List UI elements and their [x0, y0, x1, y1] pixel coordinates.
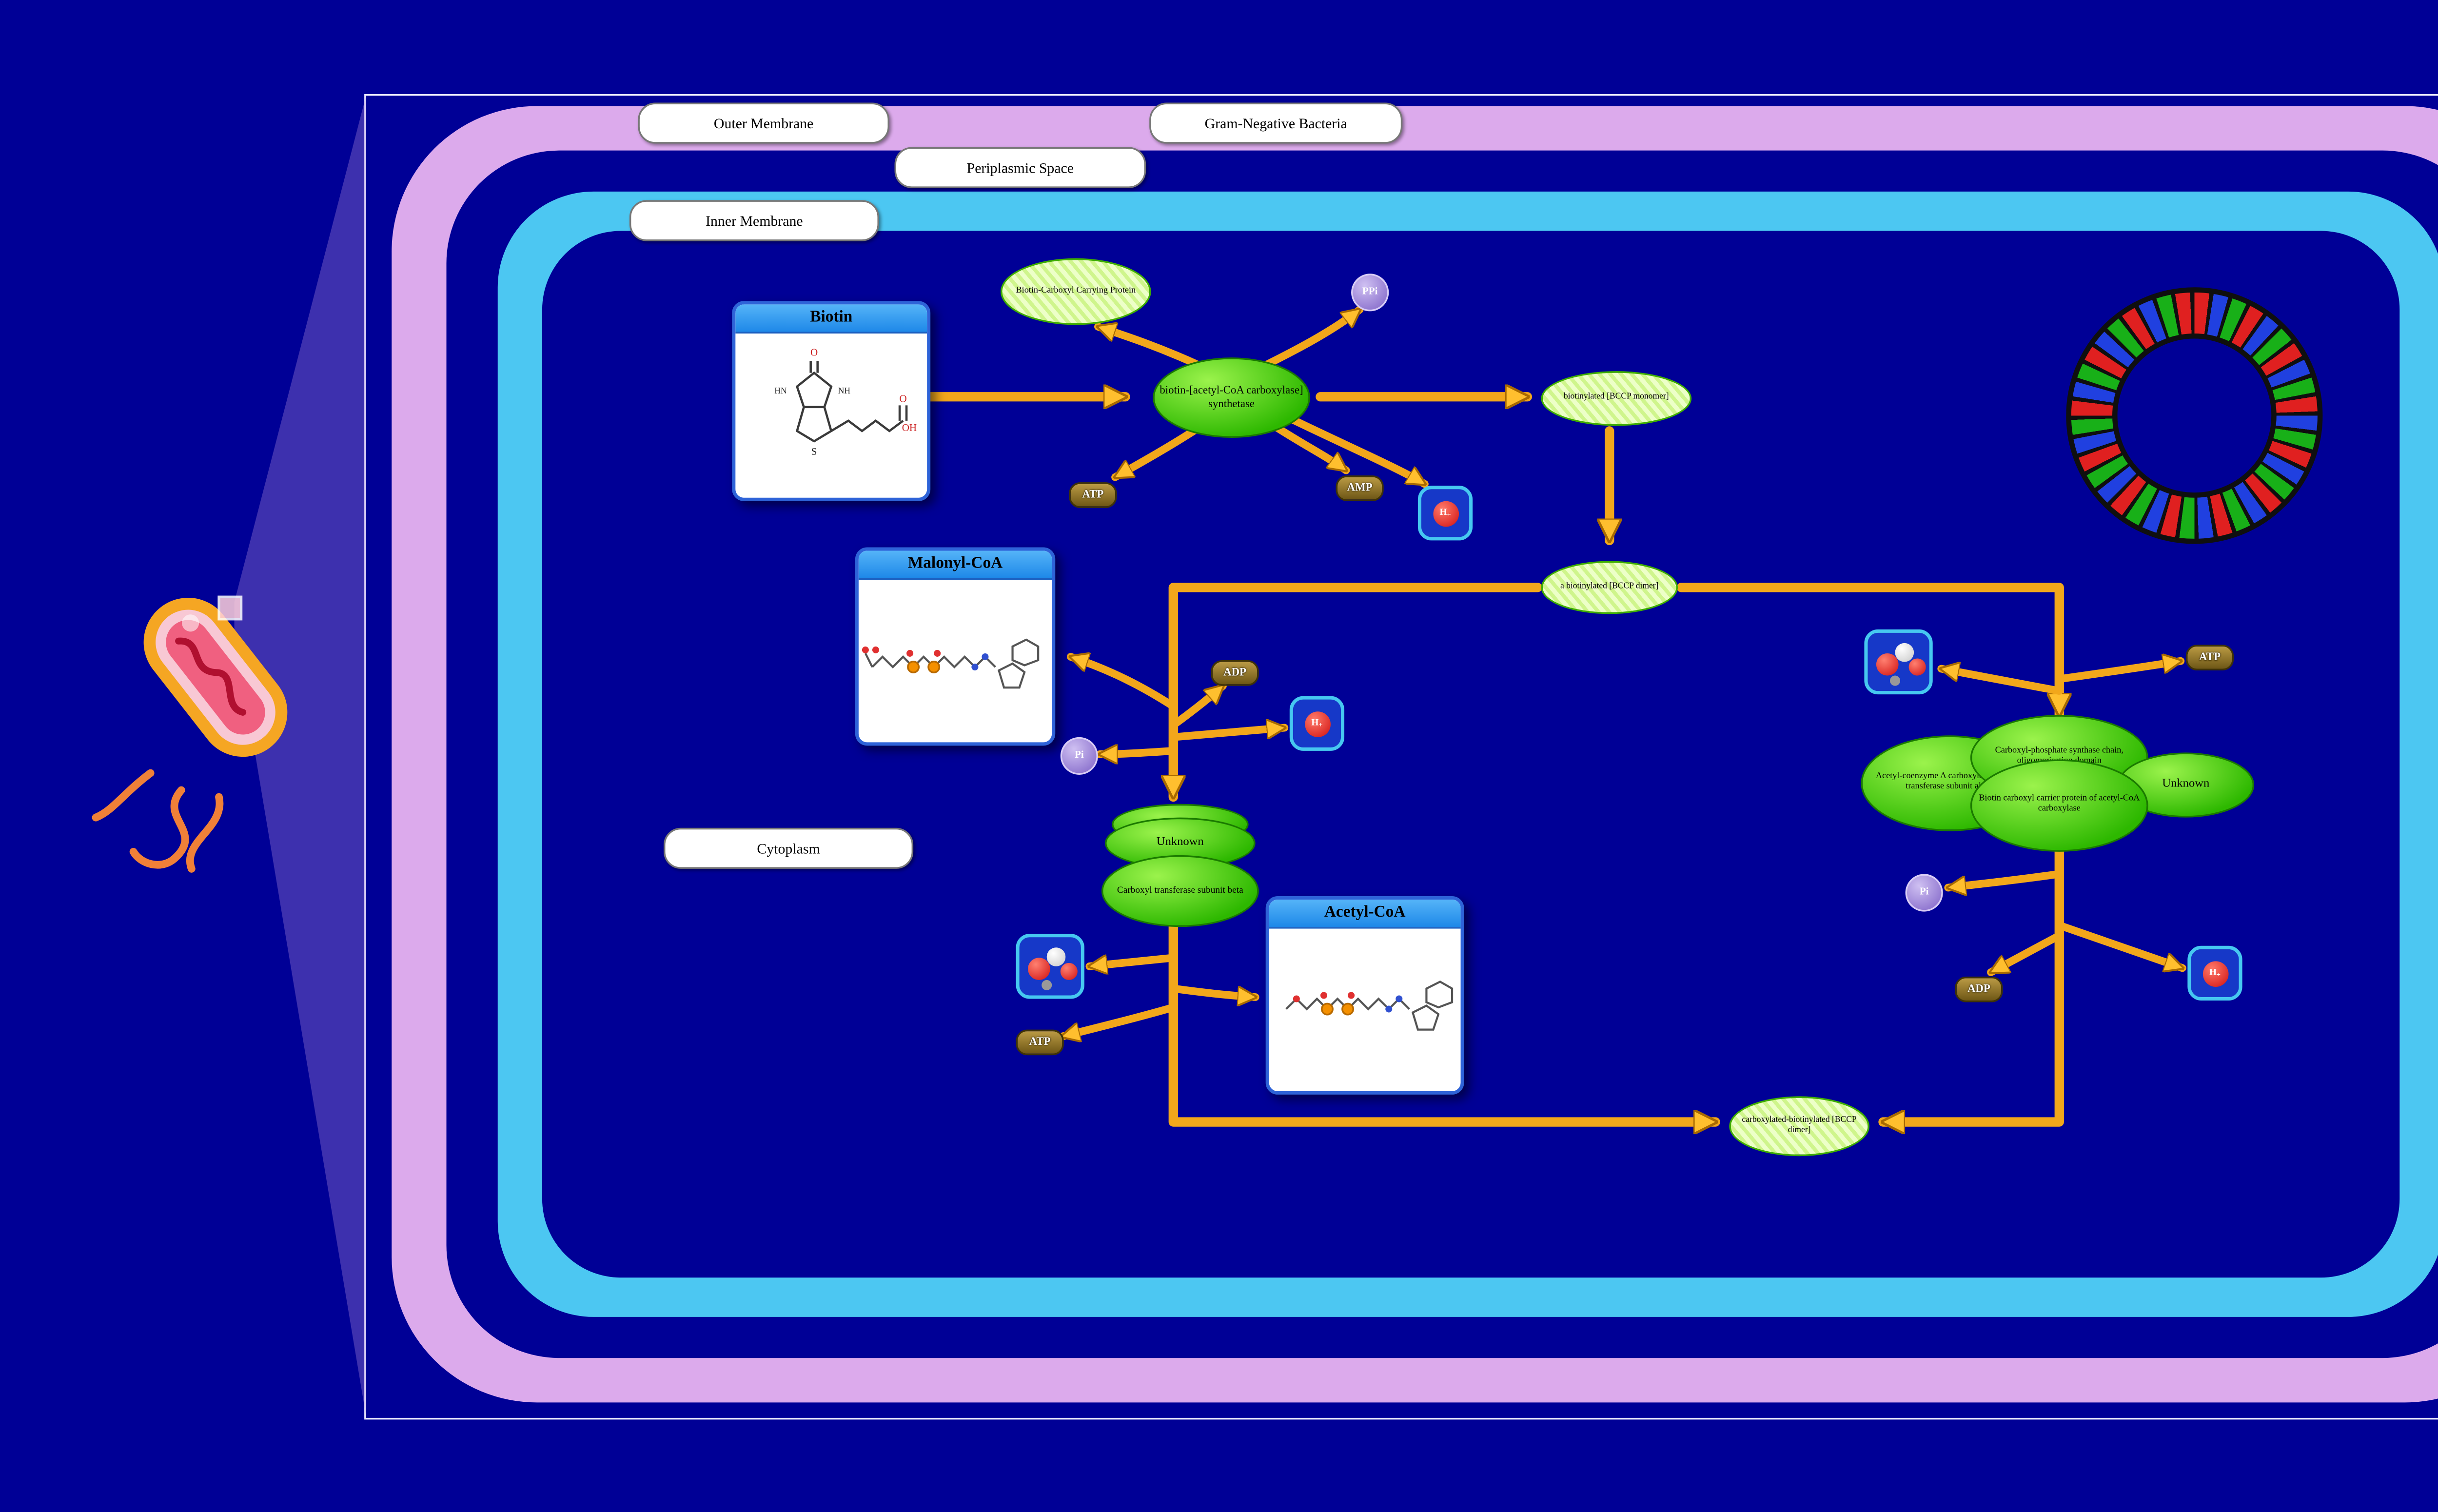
label-inner-membrane: Inner Membrane	[629, 200, 879, 241]
chip-proton-1[interactable]: H+	[1417, 486, 1473, 541]
left-complex-transferase[interactable]: Carboxyl transferase subunit beta	[1101, 855, 1259, 927]
oxygen-atom-icon	[1028, 958, 1050, 980]
chip-atp-1[interactable]: ATP	[1069, 482, 1117, 508]
chip-amp[interactable]: AMP	[1336, 475, 1384, 501]
compound-malonyl-coa-title: Malonyl-CoA	[858, 550, 1052, 580]
label-cytoplasm: Cytoplasm	[663, 827, 914, 869]
chip-pi-1[interactable]: Pi	[1060, 737, 1098, 775]
oxygen-atom-icon	[1876, 653, 1899, 676]
bacterium-illustration	[92, 595, 288, 873]
proton-icon: H+	[1304, 710, 1330, 737]
chip-proton-2[interactable]: H+	[1289, 696, 1345, 751]
compound-acetyl-coa[interactable]: Acetyl-CoA	[1265, 896, 1464, 1095]
arrow-connectors	[1062, 306, 2182, 1037]
label-gram-negative-text: Gram-Negative Bacteria	[1204, 115, 1347, 132]
carbon-atom-icon	[1046, 947, 1066, 966]
label-cytoplasm-text: Cytoplasm	[757, 840, 820, 857]
chip-bicarbonate-2[interactable]	[1864, 629, 1933, 695]
node-bccp-carrier[interactable]: Biotin-Carboxyl Carrying Protein	[1001, 258, 1151, 325]
cell-frame	[364, 94, 2438, 1420]
label-inner-membrane-text: Inner Membrane	[706, 212, 803, 230]
oxygen-atom-icon	[1908, 658, 1926, 676]
structure-malonyl-coa-icon	[862, 638, 1040, 689]
chip-atp-2[interactable]: ATP	[1016, 1029, 1064, 1056]
chip-proton-3[interactable]: H+	[2187, 945, 2242, 1001]
proton-icon: H+	[2202, 960, 2228, 986]
oxygen-atom-icon	[1060, 962, 1078, 980]
node-bccp-dimer[interactable]: a biotinylated [BCCP dimer]	[1541, 561, 1678, 614]
svg-text:O: O	[810, 347, 818, 358]
enzyme-synthetase[interactable]: biotin-[acetyl-CoA carboxylase] syntheta…	[1153, 357, 1310, 438]
right-complex-bccp[interactable]: Biotin carboxyl carrier protein of acety…	[1970, 759, 2148, 852]
svg-text:OH: OH	[902, 422, 917, 433]
label-periplasmic-text: Periplasmic Space	[966, 159, 1074, 177]
flagella-icon	[92, 769, 224, 873]
label-periplasmic-space: Periplasmic Space	[894, 147, 1146, 188]
svg-text:S: S	[811, 446, 817, 457]
hydrogen-atom-icon	[1890, 675, 1901, 686]
compound-acetyl-coa-title: Acetyl-CoA	[1269, 900, 1461, 929]
proton-icon: H+	[1432, 500, 1458, 526]
compound-biotin-title: Biotin	[735, 304, 927, 334]
right-complex-unknown[interactable]: Unknown	[2117, 752, 2255, 818]
svg-text:O: O	[899, 393, 906, 404]
compound-malonyl-coa[interactable]: Malonyl-CoA	[855, 547, 1056, 746]
node-bccp-monomer[interactable]: biotinylated [BCCP monomer]	[1541, 371, 1692, 426]
label-outer-membrane-text: Outer Membrane	[713, 115, 814, 132]
chip-adp-2[interactable]: ADP	[1955, 976, 2003, 1002]
svg-text:HN: HN	[774, 386, 787, 395]
chip-bicarbonate-1[interactable]	[1016, 934, 1084, 999]
label-outer-membrane: Outer Membrane	[638, 102, 890, 144]
chip-atp-3[interactable]: ATP	[2185, 645, 2234, 671]
node-bccp-carboxylated[interactable]: carboxylated-biotinylated [BCCP dimer]	[1729, 1096, 1869, 1157]
plasmid-dna-hole	[2112, 334, 2277, 498]
svg-text:NH: NH	[838, 386, 851, 395]
structure-biotin-icon: O HN NH S O OH	[774, 347, 917, 457]
chip-pi-2[interactable]: Pi	[1905, 874, 1943, 912]
bacterium-body-icon	[143, 597, 288, 757]
label-gram-negative: Gram-Negative Bacteria	[1149, 102, 1403, 144]
carbon-atom-icon	[1895, 643, 1914, 662]
compound-biotin[interactable]: Biotin O HN NH S O OH	[732, 301, 931, 501]
zoom-source-box	[217, 595, 243, 621]
chip-adp-1[interactable]: ADP	[1211, 660, 1259, 686]
plasmid-dna-icon	[2066, 287, 2323, 544]
hydrogen-atom-icon	[1042, 980, 1052, 990]
structure-acetyl-coa-icon	[1285, 981, 1454, 1031]
chip-ppi[interactable]: PPi	[1351, 274, 1389, 312]
